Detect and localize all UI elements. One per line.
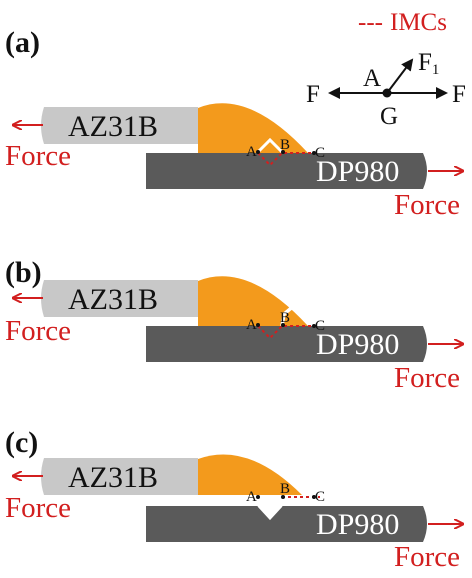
dp980-label: DP980 — [316, 328, 399, 361]
legend-dash: --- — [358, 9, 383, 36]
imc-layer — [257, 325, 320, 340]
vector-f1-label: F1 — [418, 49, 439, 78]
right-force-label: Force — [394, 541, 460, 573]
point-a-label: A — [246, 489, 257, 505]
az31b-label: AZ31B — [68, 110, 158, 143]
weld-nugget — [198, 276, 308, 326]
weld-nugget — [198, 454, 302, 495]
point-c-dot — [312, 151, 316, 155]
point-a-dot — [256, 323, 260, 327]
point-b-dot — [281, 150, 285, 154]
az31b-plate — [41, 107, 198, 144]
az31b-label: AZ31B — [68, 283, 158, 316]
point-a-dot — [256, 150, 260, 154]
vector-g-label: G — [380, 103, 398, 130]
dp980-label: DP980 — [316, 155, 399, 188]
weld-crack — [280, 293, 309, 327]
vector-origin-dot — [382, 88, 392, 98]
vector-f1-arrow — [386, 58, 414, 94]
vector-f-left-label: F — [306, 81, 320, 108]
panel-label: (c) — [5, 426, 38, 459]
steel-notch-outline — [257, 505, 283, 521]
imc-legend: --- IMCs — [358, 9, 447, 36]
imc-layer — [257, 152, 320, 167]
point-b-label: B — [280, 137, 290, 153]
panel-b: (b) A B C AZ31B DP980 Force Force — [5, 256, 462, 394]
legend-imcs-label: IMCs — [390, 9, 447, 36]
point-b-label: B — [280, 481, 290, 497]
az31b-plate — [41, 458, 198, 495]
interface-notch — [256, 137, 284, 154]
steel-notch — [258, 506, 282, 519]
panel-label: (b) — [5, 256, 42, 289]
dp980-plate — [146, 506, 427, 542]
point-a-dot — [256, 495, 260, 499]
point-c-dot — [312, 324, 316, 328]
vector-a-label: A — [363, 65, 381, 92]
left-force-label: Force — [5, 492, 71, 524]
force-vector-diagram: F F A G F1 — [306, 49, 466, 130]
panel-label: (a) — [5, 26, 40, 59]
az31b-label: AZ31B — [68, 461, 158, 494]
point-a-label: A — [246, 144, 257, 160]
point-b-label: B — [280, 310, 290, 326]
weld-nugget — [198, 103, 308, 153]
point-c-label: C — [315, 489, 325, 505]
left-force-label: Force — [5, 315, 71, 347]
point-b-dot — [281, 495, 285, 499]
right-force-label: Force — [394, 362, 460, 394]
vector-f-right-label: F — [452, 81, 466, 108]
point-c-label: C — [315, 318, 325, 334]
point-c-dot — [312, 495, 316, 499]
point-c-label: C — [315, 145, 325, 161]
az31b-plate — [41, 280, 198, 317]
left-force-label: Force — [5, 140, 71, 172]
dp980-label: DP980 — [316, 508, 399, 541]
point-b-dot — [281, 323, 285, 327]
right-force-label: Force — [394, 189, 460, 221]
point-a-label: A — [246, 317, 257, 333]
panel-c: (c) A B C AZ31B DP980 Force Force — [5, 426, 462, 573]
dp980-plate — [146, 326, 427, 362]
panel-a: (a) A B C AZ31B DP980 Force Force — [5, 26, 462, 221]
dp980-plate — [146, 153, 427, 189]
